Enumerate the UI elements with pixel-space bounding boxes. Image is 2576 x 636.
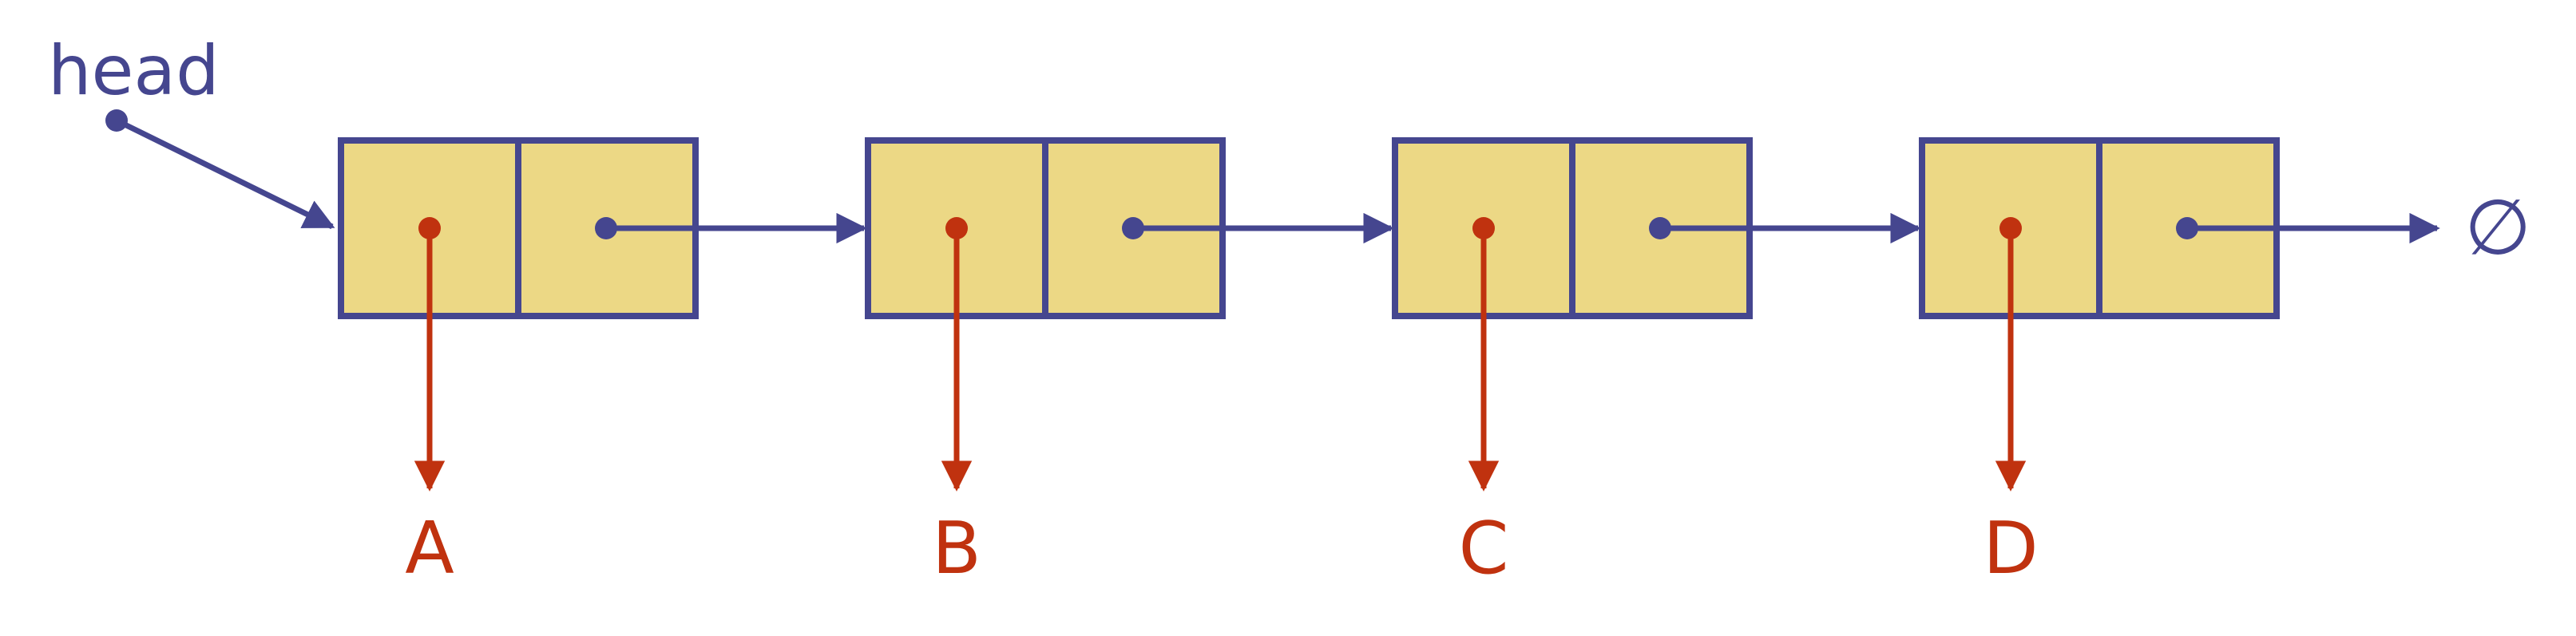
- list-node-1: [338, 137, 867, 492]
- node-4-next-dot: [2176, 217, 2198, 239]
- node-4-element-dot: [1999, 217, 2022, 239]
- null-symbol: ∅: [2464, 183, 2531, 272]
- node-3-element-dot: [1472, 217, 1495, 239]
- node-3-next-dot: [1649, 217, 1671, 239]
- element-label-c: C: [1459, 507, 1509, 591]
- head-pointer-dot: [105, 109, 128, 132]
- node-2-element-dot: [945, 217, 968, 239]
- list-node-4: [1919, 137, 2440, 492]
- node-1-element-dot: [418, 217, 441, 239]
- element-label-d: D: [1983, 507, 2038, 591]
- node-2-next-dot: [1122, 217, 1144, 239]
- node-1-next-dot: [595, 217, 617, 239]
- list-node-2: [865, 137, 1394, 492]
- element-label-a: A: [405, 507, 454, 591]
- head-label: head: [48, 31, 220, 111]
- list-node-3: [1392, 137, 1921, 492]
- element-label-b: B: [932, 507, 981, 591]
- head-pointer-arrow: [115, 117, 335, 230]
